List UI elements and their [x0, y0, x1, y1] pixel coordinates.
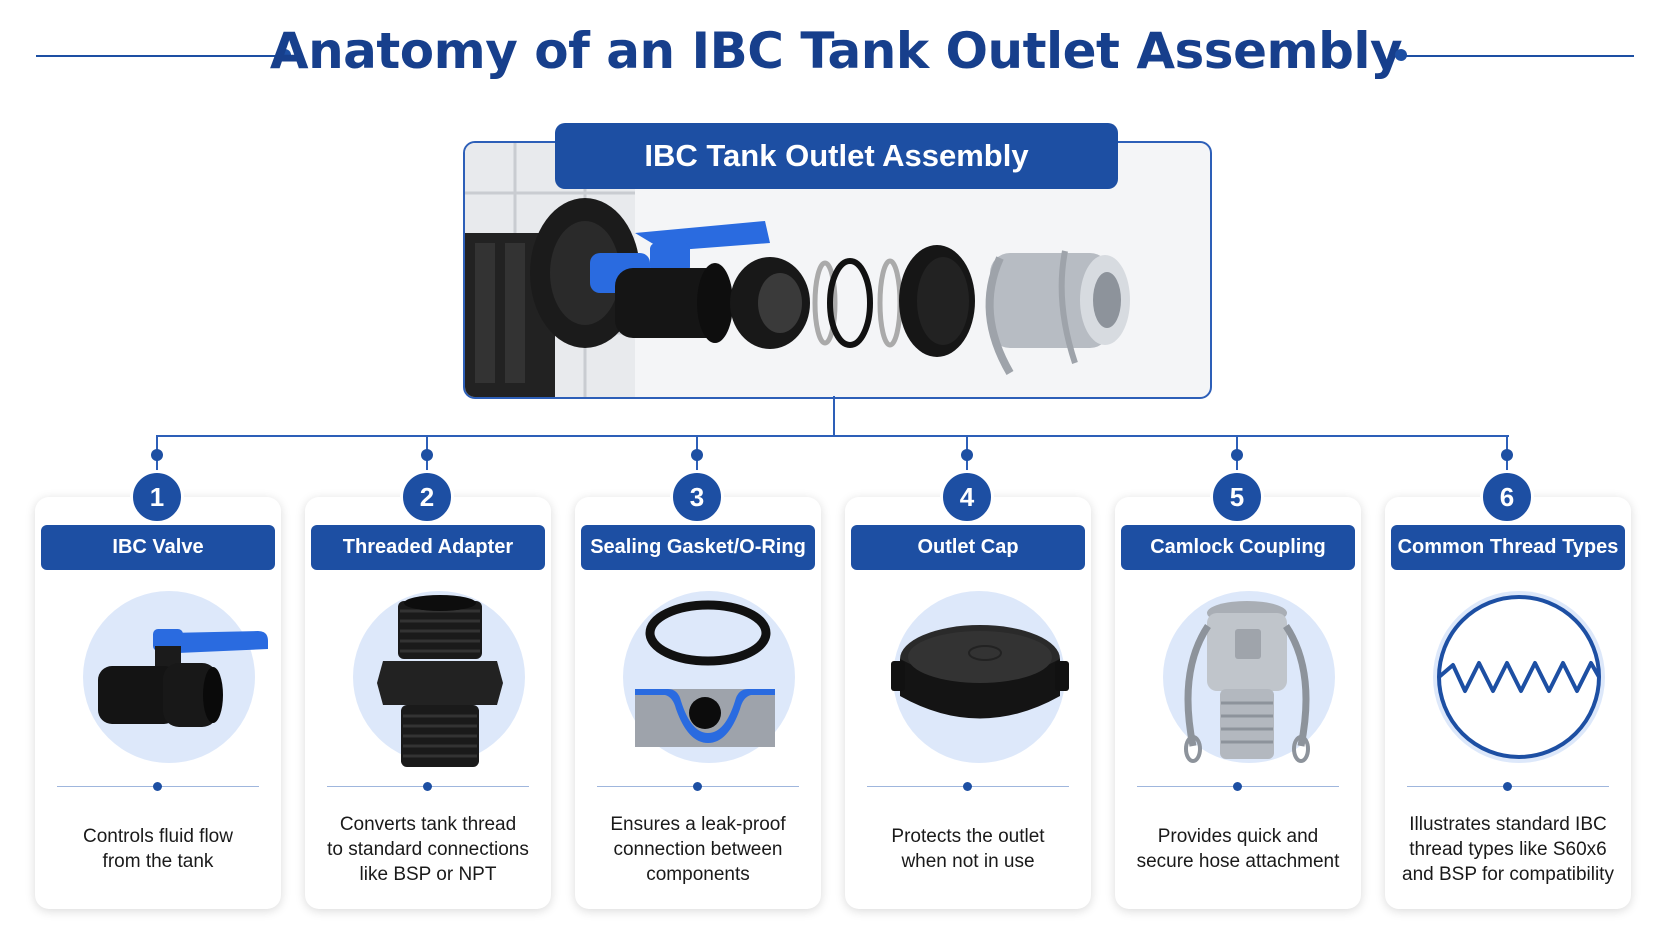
ball-valve-icon: [83, 591, 268, 763]
connector-dot-1: [151, 449, 163, 461]
separator-dot: [1233, 782, 1242, 791]
tree-branch: [157, 435, 1509, 437]
component-label: Sealing Gasket/O-Ring: [581, 525, 815, 570]
assembly-label: IBC Tank Outlet Assembly: [555, 123, 1118, 189]
connector-dot-6: [1501, 449, 1513, 461]
page-title: Anatomy of an IBC Tank Outlet Assembly: [269, 22, 1403, 80]
step-number-4: 4: [940, 470, 994, 524]
outlet-cap-icon: [891, 591, 1069, 763]
separator-dot: [423, 782, 432, 791]
component-card-3: Sealing Gasket/O-Ring Ensures a leak-pro…: [575, 497, 821, 909]
title-line-left: [36, 55, 284, 57]
separator-dot: [963, 782, 972, 791]
camlock-coupling-icon: [1163, 591, 1335, 763]
title-line-right: [1402, 55, 1634, 57]
component-label: Common Thread Types: [1391, 525, 1625, 570]
component-label: Outlet Cap: [851, 525, 1085, 570]
threaded-adapter-icon: [353, 591, 525, 767]
step-number-1: 1: [130, 470, 184, 524]
component-label: Camlock Coupling: [1121, 525, 1355, 570]
o-ring-icon: [623, 591, 795, 763]
title-dot-left: [279, 49, 291, 61]
separator-dot: [693, 782, 702, 791]
connector-dot-4: [961, 449, 973, 461]
tree-trunk: [833, 396, 835, 436]
component-label: IBC Valve: [41, 525, 275, 570]
connector-dot-2: [421, 449, 433, 461]
step-number-2: 2: [400, 470, 454, 524]
step-number-3: 3: [670, 470, 724, 524]
component-card-6: Common Thread Types Illustrates standard…: [1385, 497, 1631, 909]
separator-dot: [153, 782, 162, 791]
connector-dot-5: [1231, 449, 1243, 461]
separator-dot: [1503, 782, 1512, 791]
thread-wave-icon: [1433, 591, 1605, 763]
connector-dot-3: [691, 449, 703, 461]
component-label: Threaded Adapter: [311, 525, 545, 570]
title-dot-right: [1395, 49, 1407, 61]
step-number-5: 5: [1210, 470, 1264, 524]
step-number-6: 6: [1480, 470, 1534, 524]
